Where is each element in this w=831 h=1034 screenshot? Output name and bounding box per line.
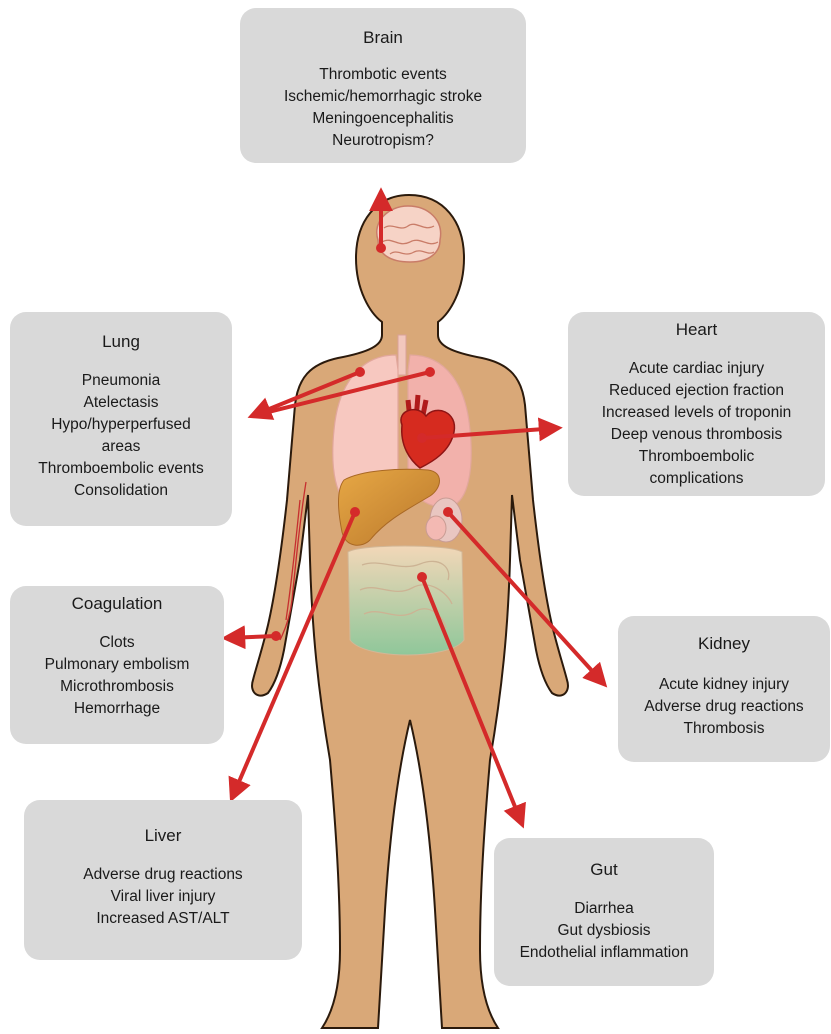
lung-list: Pneumonia Atelectasis Hypo/hyperperfused…: [10, 370, 232, 502]
heart-item: Deep venous thrombosis: [568, 424, 825, 446]
heart-box: Heart Acute cardiac injury Reduced eject…: [568, 312, 825, 496]
gut-list: Diarrhea Gut dysbiosis Endothelial infla…: [494, 898, 714, 964]
gut-item: Endothelial inflammation: [494, 942, 714, 964]
gut-box: Gut Diarrhea Gut dysbiosis Endothelial i…: [494, 838, 714, 986]
lung-title: Lung: [10, 332, 232, 352]
gut-item: Gut dysbiosis: [494, 920, 714, 942]
arrow-coagulation: [226, 636, 276, 638]
gut-item: Diarrhea: [494, 898, 714, 920]
coagulation-list: Clots Pulmonary embolism Microthrombosis…: [10, 632, 224, 720]
brain-item: Thrombotic events: [240, 64, 526, 86]
heart-list: Acute cardiac injury Reduced ejection fr…: [568, 358, 825, 490]
liver-item: Viral liver injury: [24, 886, 302, 908]
lung-item: Hypo/hyperperfused: [10, 414, 232, 436]
kidney-item: Acute kidney injury: [618, 674, 830, 696]
coagulation-box: Coagulation Clots Pulmonary embolism Mic…: [10, 586, 224, 744]
arrow-origin-liver: [350, 507, 360, 517]
coagulation-item: Microthrombosis: [10, 676, 224, 698]
liver-list: Adverse drug reactions Viral liver injur…: [24, 864, 302, 930]
arrow-origin-lung-left: [425, 367, 435, 377]
brain-illustration: [377, 206, 441, 262]
heart-title: Heart: [568, 320, 825, 340]
liver-box: Liver Adverse drug reactions Viral liver…: [24, 800, 302, 960]
coagulation-title: Coagulation: [10, 594, 224, 614]
brain-item: Ischemic/hemorrhagic stroke: [240, 86, 526, 108]
brain-item: Neurotropism?: [240, 130, 526, 152]
gut-title: Gut: [494, 860, 714, 880]
arrow-origin-kidney: [443, 507, 453, 517]
lung-item: areas: [10, 436, 232, 458]
arrow-origin-coagulation: [271, 631, 281, 641]
kidney-list: Acute kidney injury Adverse drug reactio…: [618, 674, 830, 740]
coagulation-item: Pulmonary embolism: [10, 654, 224, 676]
brain-title: Brain: [240, 28, 526, 48]
coagulation-item: Hemorrhage: [10, 698, 224, 720]
brain-box: Brain Thrombotic events Ischemic/hemorrh…: [240, 8, 526, 163]
heart-item: Acute cardiac injury: [568, 358, 825, 380]
kidney-box: Kidney Acute kidney injury Adverse drug …: [618, 616, 830, 762]
heart-item: Reduced ejection fraction: [568, 380, 825, 402]
arrow-origin-heart: [417, 433, 427, 443]
kidney-title: Kidney: [618, 634, 830, 654]
liver-item: Adverse drug reactions: [24, 864, 302, 886]
lung-box: Lung Pneumonia Atelectasis Hypo/hyperper…: [10, 312, 232, 526]
lung-item: Pneumonia: [10, 370, 232, 392]
lung-item: Thromboembolic events: [10, 458, 232, 480]
heart-item: Increased levels of troponin: [568, 402, 825, 424]
kidney-item: Thrombosis: [618, 718, 830, 740]
arrow-origin-gut: [417, 572, 427, 582]
lung-item: Atelectasis: [10, 392, 232, 414]
brain-list: Thrombotic events Ischemic/hemorrhagic s…: [240, 64, 526, 152]
arrow-origin-brain: [376, 243, 386, 253]
lung-item: Consolidation: [10, 480, 232, 502]
arrow-origin-lung-right: [355, 367, 365, 377]
heart-item: complications: [568, 468, 825, 490]
kidney-item: Adverse drug reactions: [618, 696, 830, 718]
coagulation-item: Clots: [10, 632, 224, 654]
brain-item: Meningoencephalitis: [240, 108, 526, 130]
heart-item: Thromboembolic: [568, 446, 825, 468]
liver-title: Liver: [24, 826, 302, 846]
liver-item: Increased AST/ALT: [24, 908, 302, 930]
